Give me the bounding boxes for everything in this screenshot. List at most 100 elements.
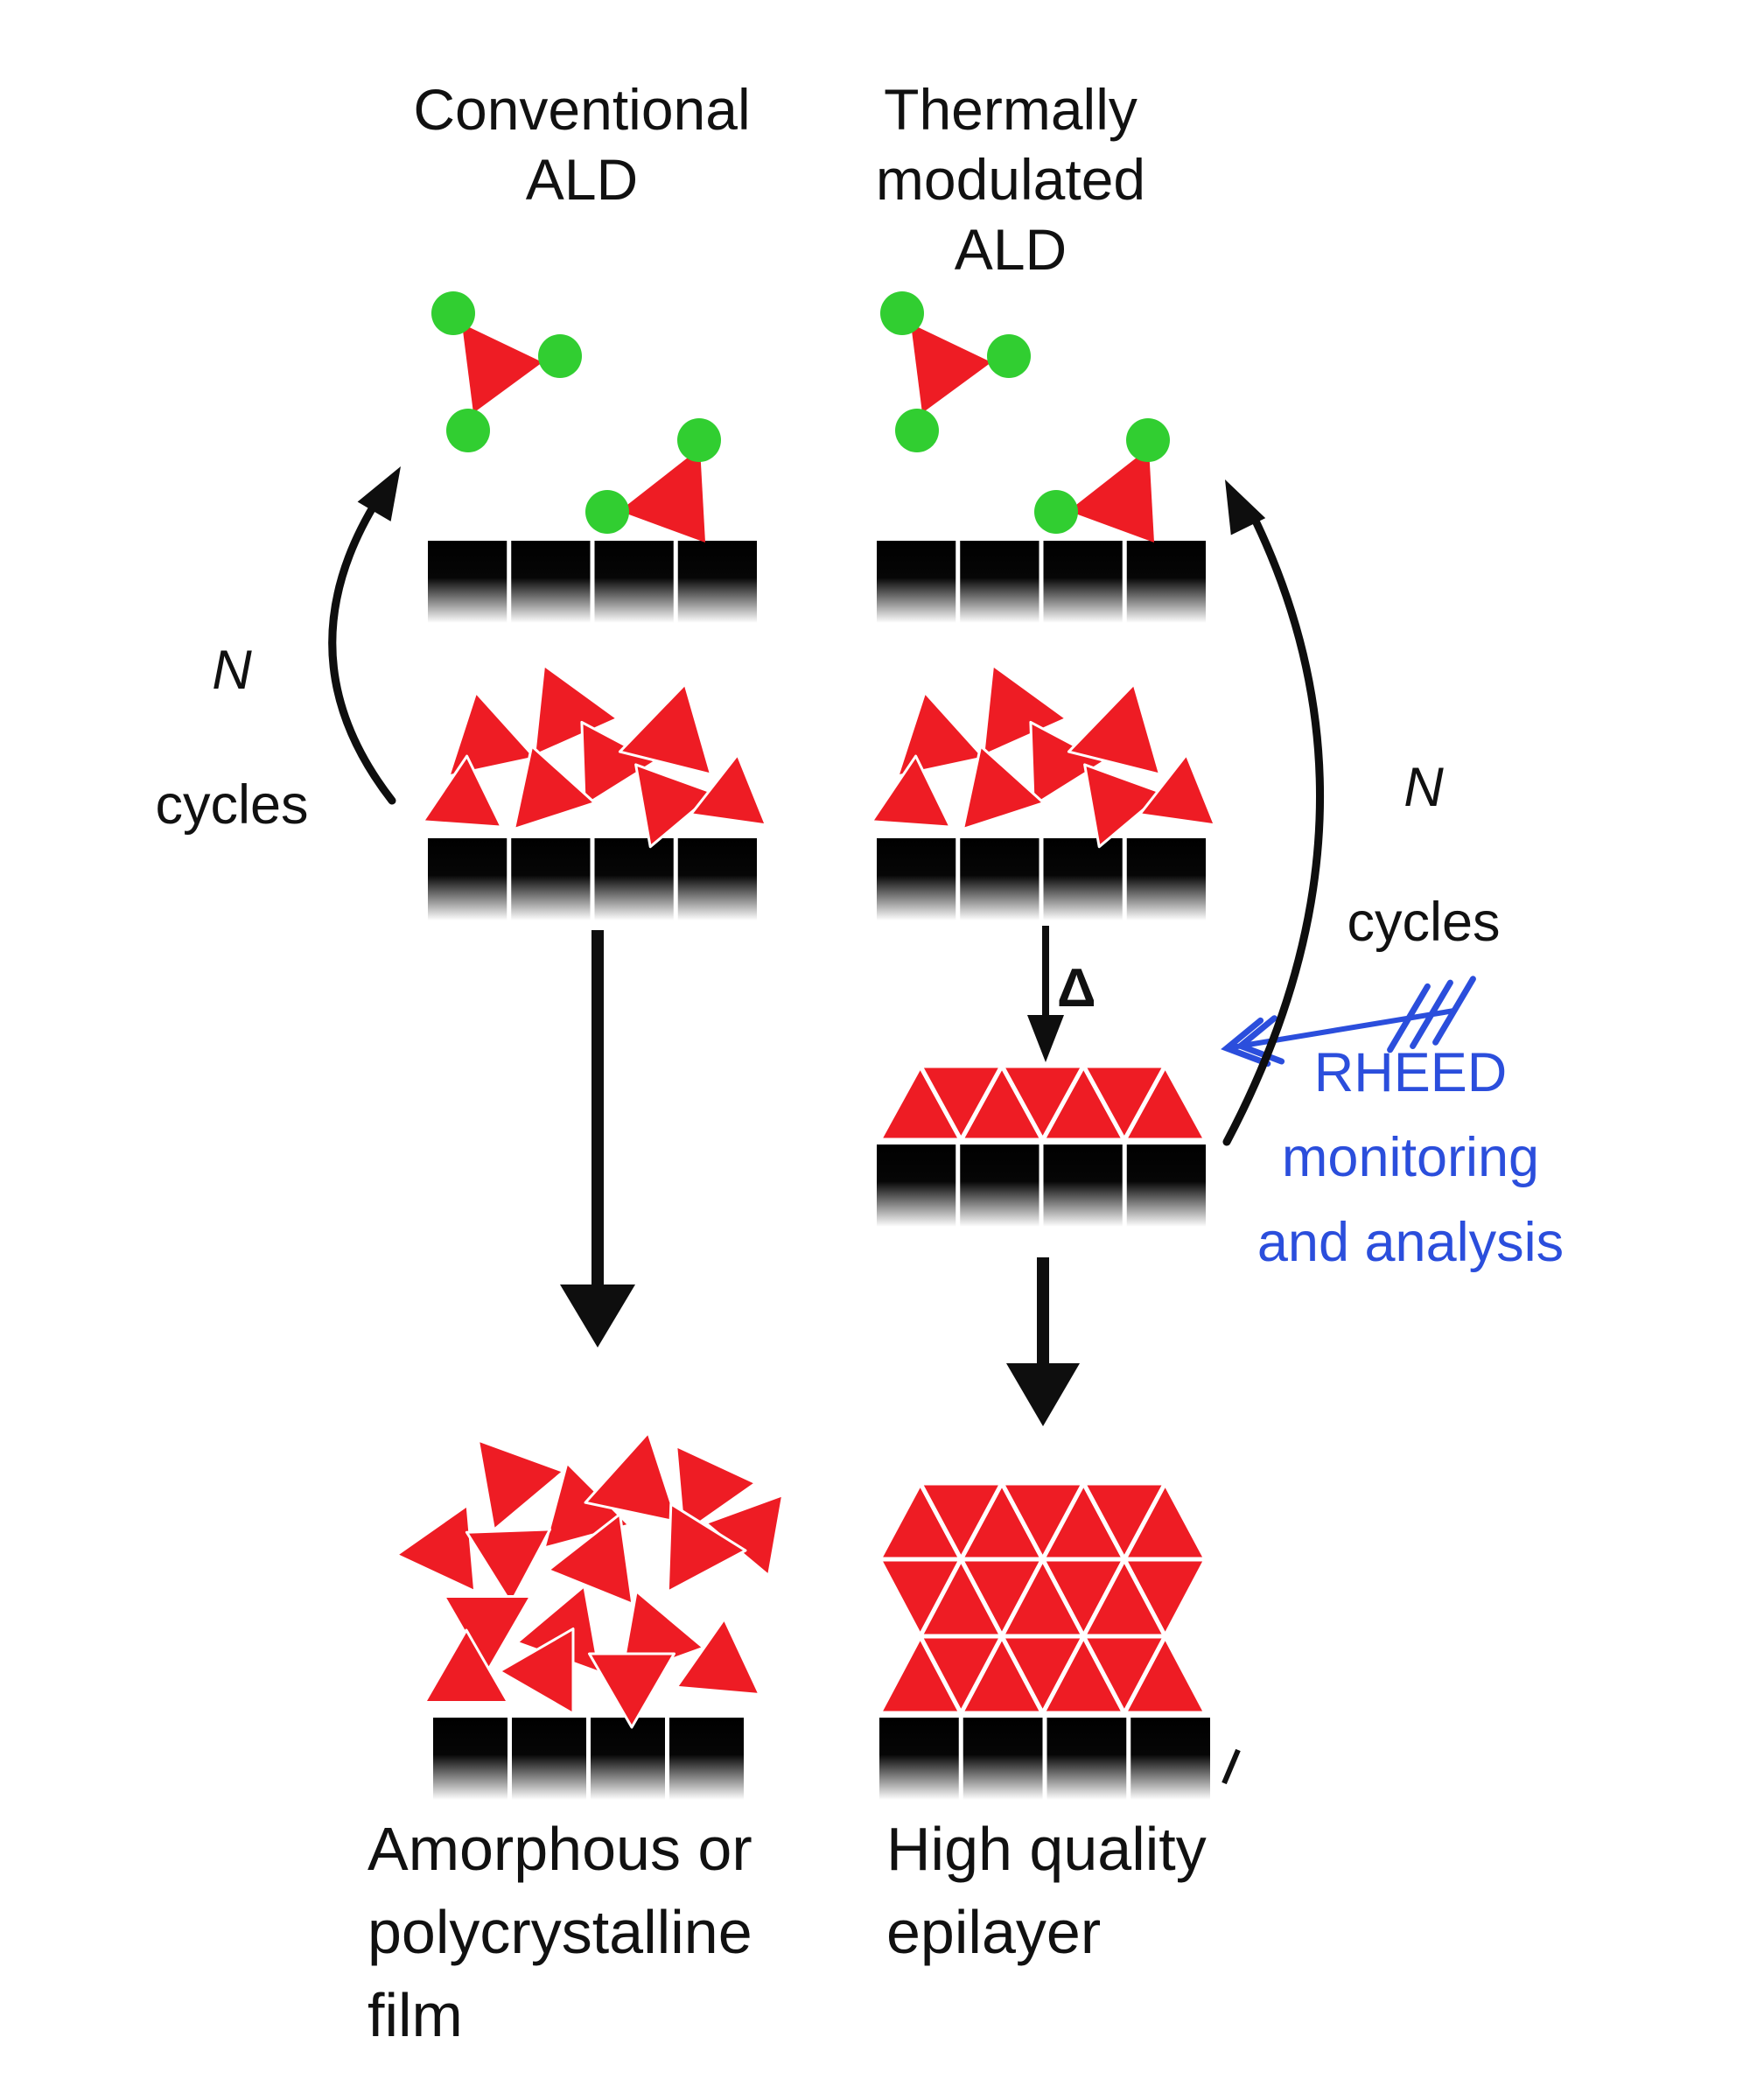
amorphous-triangle bbox=[666, 1502, 747, 1593]
rheed-monitoring-label: RHEED monitoring and analysis bbox=[1256, 1042, 1564, 1273]
anneal-arrow-icon bbox=[1027, 926, 1064, 1062]
amorphous-triangle bbox=[588, 1652, 676, 1729]
title-thermally-modulated-ald: Thermally modulated ALD bbox=[875, 77, 1146, 282]
ligand-circle bbox=[880, 291, 924, 335]
n-cycles-label-left: N cycles bbox=[101, 570, 363, 906]
adsorbed-triangle bbox=[1067, 682, 1162, 776]
substrate-block bbox=[877, 1144, 956, 1227]
cycles-word-left: cycles bbox=[155, 774, 309, 836]
ligand-circle bbox=[585, 490, 629, 534]
amorphous-triangle bbox=[584, 1431, 679, 1523]
substrate-block bbox=[877, 541, 956, 623]
crystalline-monolayer bbox=[877, 1063, 1208, 1143]
lattice-triangle-down bbox=[1081, 1480, 1168, 1562]
adsorbed-triangle-clusters bbox=[421, 663, 1216, 849]
amorphous-triangle bbox=[547, 1512, 634, 1606]
amorphous-triangle bbox=[498, 1628, 575, 1715]
adsorbed-triangle bbox=[896, 690, 985, 778]
title-conventional-ald: Conventional ALD bbox=[413, 77, 751, 212]
substrate-block bbox=[1046, 1718, 1127, 1800]
adsorbed-triangle bbox=[533, 663, 620, 757]
lattice-triangle-down bbox=[1081, 1063, 1168, 1143]
lattice-triangle-down bbox=[918, 1063, 1004, 1143]
substrate-block bbox=[591, 1718, 665, 1800]
stray-mark bbox=[1222, 1748, 1241, 1785]
substrate-block bbox=[1043, 838, 1123, 920]
rheed-beam-icon bbox=[1221, 976, 1476, 1068]
cycle-arrow-right-icon bbox=[1222, 480, 1325, 1146]
substrate-block bbox=[1043, 1144, 1123, 1227]
amorphous-triangle bbox=[675, 1445, 758, 1536]
amorphous-triangle bbox=[476, 1438, 565, 1531]
substrates bbox=[428, 541, 1210, 1800]
result-label-amorphous-film: Amorphous or polycrystalline film bbox=[368, 1815, 752, 2049]
adsorbed-triangle bbox=[513, 745, 597, 831]
ligand-circle bbox=[1126, 418, 1170, 462]
substrate-block bbox=[1126, 1144, 1206, 1227]
substrate-block bbox=[879, 1718, 959, 1800]
lattice-triangle-down bbox=[1081, 1634, 1168, 1716]
lattice-triangle-down bbox=[918, 1480, 1004, 1562]
substrate-block bbox=[511, 541, 591, 623]
cycle-arrow-left-icon bbox=[328, 466, 401, 805]
lattice-triangle-down bbox=[918, 1634, 1004, 1716]
deposit-arrow-right-icon bbox=[1006, 1257, 1080, 1426]
ligand-circle bbox=[1034, 490, 1078, 534]
deposit-arrow-left-icon bbox=[560, 930, 635, 1348]
substrate-block bbox=[1043, 541, 1123, 623]
substrate-block bbox=[433, 1718, 508, 1800]
substrate-block bbox=[877, 838, 956, 920]
amorphous-triangle bbox=[465, 1528, 552, 1605]
substrate-block bbox=[1126, 541, 1206, 623]
substrate-block bbox=[960, 541, 1040, 623]
adsorbed-triangle bbox=[580, 720, 657, 808]
substrate-block bbox=[511, 838, 591, 920]
substrate-block bbox=[594, 838, 674, 920]
substrate-block bbox=[428, 541, 508, 623]
adsorbed-triangle bbox=[634, 763, 716, 849]
ligand-circle bbox=[446, 409, 490, 452]
substrate-block bbox=[960, 838, 1040, 920]
adsorbed-triangle bbox=[962, 745, 1046, 831]
precursor-triangle bbox=[462, 324, 542, 413]
n-cycles-label-right: N cycles bbox=[1292, 687, 1555, 1024]
amorphous-triangle bbox=[395, 1503, 477, 1593]
amorphous-triangle bbox=[675, 1617, 761, 1696]
lattice-triangle-down bbox=[999, 1063, 1086, 1143]
result-label-epilayer: High quality epilayer bbox=[886, 1815, 1207, 1966]
substrate-block bbox=[1126, 838, 1206, 920]
substrate-block bbox=[677, 541, 757, 623]
adsorbed-triangle bbox=[1138, 753, 1216, 827]
substrate-block bbox=[960, 1144, 1040, 1227]
adsorbed-triangle bbox=[1083, 763, 1165, 849]
substrate-block bbox=[512, 1718, 586, 1800]
precursor-triangle bbox=[911, 324, 991, 413]
adsorbed-triangle bbox=[447, 690, 536, 778]
ligand-circle bbox=[538, 334, 582, 378]
substrate-block bbox=[962, 1718, 1043, 1800]
anneal-delta-symbol: Δ bbox=[1057, 958, 1096, 1018]
lattice-triangle-down bbox=[999, 1480, 1086, 1562]
amorphous-triangle bbox=[423, 1628, 510, 1704]
ligand-circle bbox=[677, 418, 721, 462]
n-symbol-right: N bbox=[1404, 757, 1444, 818]
epilayer-lattice bbox=[877, 1480, 1208, 1716]
substrate-block bbox=[1130, 1718, 1210, 1800]
precursor-triangle bbox=[620, 448, 705, 542]
adsorbed-triangle bbox=[870, 754, 952, 829]
ligand-circle bbox=[431, 291, 475, 335]
adsorbed-triangle bbox=[421, 754, 503, 829]
substrate-block bbox=[669, 1718, 744, 1800]
substrate-block bbox=[677, 838, 757, 920]
n-symbol-left: N bbox=[212, 640, 252, 701]
ligand-circle bbox=[987, 334, 1031, 378]
amorphous-triangle-pile bbox=[395, 1431, 785, 1729]
precursor-molecules bbox=[431, 291, 1170, 542]
lattice-triangle-down bbox=[999, 1634, 1086, 1716]
precursor-triangle bbox=[1068, 448, 1154, 542]
adsorbed-triangle bbox=[690, 753, 767, 827]
substrate-block bbox=[428, 838, 508, 920]
substrate-block bbox=[594, 541, 674, 623]
